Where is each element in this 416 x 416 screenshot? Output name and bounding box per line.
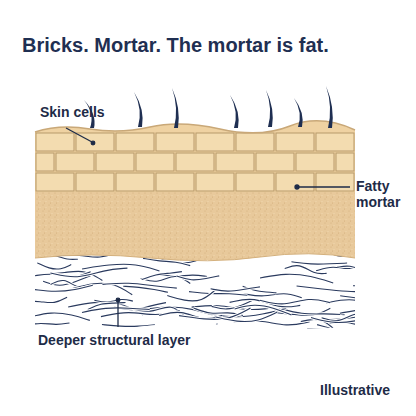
- brick-layer: [35, 121, 355, 192]
- diagram-title: Bricks. Mortar. The mortar is fat.: [22, 34, 329, 57]
- fatty-layer: [35, 190, 355, 260]
- layer-boundary: [35, 254, 355, 261]
- hairs: [84, 86, 333, 128]
- part-label: Fatty mortar: [356, 178, 412, 210]
- leader-lines: [66, 128, 350, 327]
- fibrous-layer: [25, 245, 416, 336]
- part-label: Skin cells: [40, 104, 105, 120]
- note-label: Illustrative: [320, 382, 390, 398]
- part-label: Deeper structural layer: [38, 332, 191, 348]
